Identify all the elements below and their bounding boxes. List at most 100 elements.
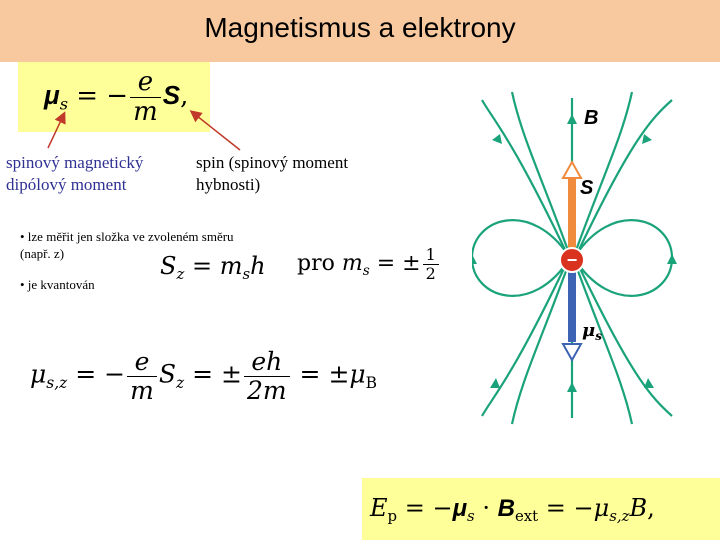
field-arrowhead [642,134,652,144]
mu-subscript: s,z [46,373,68,392]
sz-symbol: S [158,359,176,389]
b-subscript: ext [514,507,539,526]
fraction-numerator: 1 [422,246,439,265]
s-label: S [580,177,594,199]
sz-symbol: S [160,252,177,280]
field-line-right-mid-bottom [572,259,634,425]
bullet-measure-component: • lze měřit jen složka ve zvoleném směru… [20,229,234,261]
minus-sign: − [106,81,129,112]
plus-minus: ± [328,359,350,389]
equals-sign: = [545,494,566,522]
ms-symbol: m [341,251,363,277]
energy-equation-box [362,478,720,540]
ms-symbol: m [219,252,243,280]
sz-subscript: z [176,265,185,284]
mu-label-subscript: s [595,329,602,343]
b-symbol: B [629,494,648,522]
spin-symbol: S [162,80,181,111]
field-line-left-mid-bottom [510,259,572,425]
page-title: Magnetismus a elektrony [204,12,516,43]
field-arrowhead [667,254,677,264]
equals-sign: = [404,494,425,522]
field-arrowhead [644,378,654,388]
right-label-arrow [189,110,241,151]
moment-arrow-shaft [568,268,576,342]
electron-sign: − [567,250,578,270]
planck-symbol: h [250,252,266,280]
title-bar [0,0,720,62]
mu-symbol: μ [30,359,47,389]
energy-symbol: E [370,494,388,522]
field-arrowhead [490,378,500,388]
electron [559,247,585,273]
field-line-right-outer-top [575,99,673,257]
field-line-right-outer-bottom [575,259,673,417]
equals-sign: = [192,359,214,389]
field-line-left-inner [472,219,571,297]
fraction-numerator: e [130,68,161,98]
mu-subscript: s [467,507,475,526]
b-label: B [584,107,598,129]
pro-word: pro [297,251,335,277]
field-arrowhead [567,114,577,124]
field-arrowhead [472,254,477,264]
sz-subscript: z [175,373,185,392]
fraction-denominator: 2 [425,263,436,283]
fraction-denominator: m [130,375,154,405]
dot-product: · [482,494,490,522]
equals-sign: = [75,359,97,389]
energy-subscript: p [387,507,398,526]
spin-moment-equation-box [18,62,210,132]
minus-sign: − [104,359,126,389]
ms-subscript: s [242,265,251,284]
dipole-field-diagram: − B S μs [472,91,677,425]
plus-minus: ± [402,251,421,277]
minus-sign: − [573,494,594,522]
comma: , [647,494,655,522]
mu-label: μs [582,320,602,343]
field-line-left-outer-bottom [481,259,569,417]
field-line-left-outer-top [481,99,569,257]
left-caption: spinový magnetický dipólový moment [6,153,144,194]
field-line-left-mid-top [510,91,572,257]
field-arrowhead [567,382,577,392]
mu-vector-symbol: μ [452,495,468,522]
left-label-arrow [47,111,66,149]
ms-subscript: s [362,262,370,279]
bullet-quantized: • je kvantován [20,277,95,292]
bohr-magneton-symbol: μ [349,359,366,389]
equals-sign: = [191,252,213,280]
mu-symbol: μ [44,80,60,111]
comma: , [180,81,189,112]
bohr-magneton-subscript: B [365,373,378,392]
minus-sign: − [432,494,453,522]
fraction-denominator: m [133,96,158,127]
equals-sign: = [299,359,321,389]
field-arrowheads [472,114,677,392]
field-arrowhead [492,134,502,144]
mu-subscript: s [59,94,68,114]
moment-arrowhead [561,343,583,363]
mu-symbol: μ [593,494,610,522]
mu-label-symbol: μ [582,320,595,341]
spin-arrowhead [561,159,583,179]
sz-equation: Sz = msh [160,252,266,283]
mu-subscript: s,z [609,507,630,526]
plus-minus: ± [221,359,242,389]
equals-sign: = [76,81,99,112]
b-vector-symbol: B [497,495,515,522]
fraction-numerator: e [127,348,157,377]
equals-sign: = [376,251,396,277]
spin-arrow-shaft [568,178,576,254]
field-line-right-mid-top [572,91,634,257]
energy-equation: Ep = −μs · Bext = −μs,zB, [370,494,655,525]
right-caption: spin (spinový moment hybnosti) [196,153,349,194]
fraction-denominator: 2m [246,375,287,405]
